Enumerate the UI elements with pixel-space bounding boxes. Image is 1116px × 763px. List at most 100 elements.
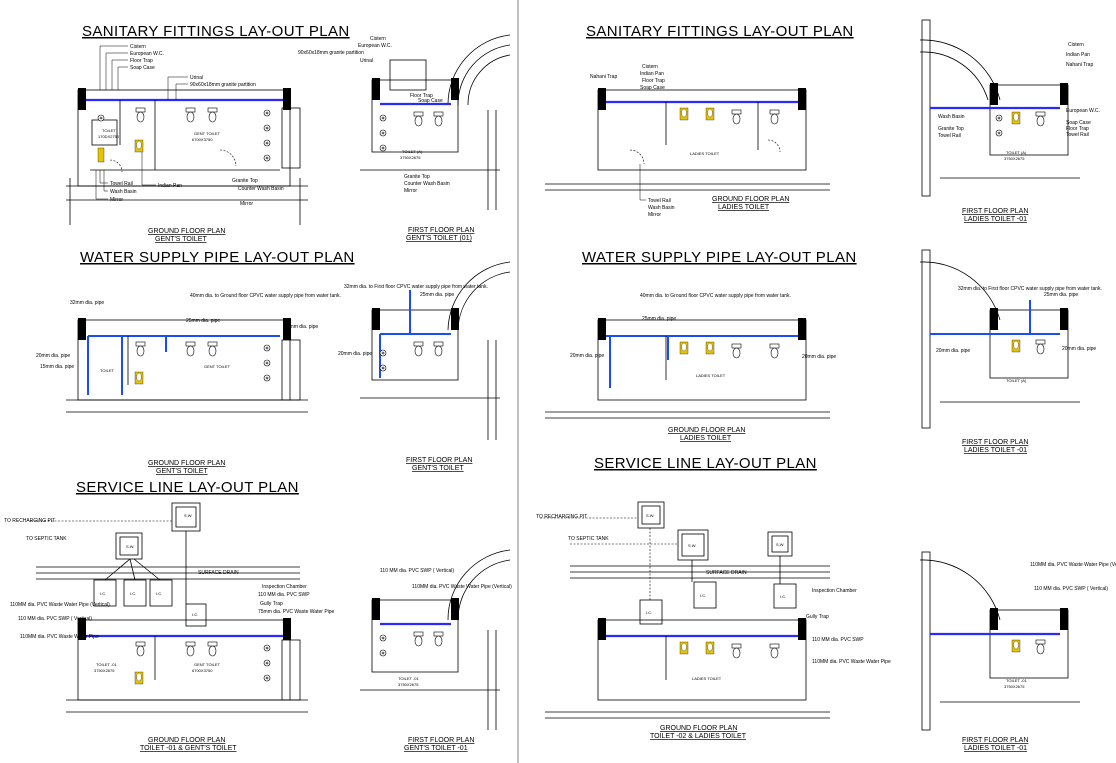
drawing-label: Mirror: [648, 212, 661, 218]
plan-ff-gents-sanitary: TOILET (A) 3750X2675 Cistern European W.…: [298, 34, 511, 242]
drawing-label: TO SEPTIC TANK: [26, 536, 67, 542]
drawing-label: European W.C.: [130, 51, 164, 57]
plan-ff-gents-service: TOILET -01 3750X2675 110 MM dia. PVC SWP…: [360, 549, 512, 752]
plan-gf-gents-service: SERVICE LINE LAY-OUT PLAN S.W. S.W. I.C.…: [4, 479, 335, 752]
drawing-label: Mirror: [404, 188, 417, 194]
drawing-label: Cistern: [370, 36, 386, 42]
drawing-label: 75mm dia. PVC Waste Water Pipe: [258, 609, 335, 615]
drawing-label: I.C.: [100, 591, 106, 596]
drawing-label: Indian Pan: [640, 71, 664, 77]
drawing-label: TOILET (A): [1006, 378, 1027, 383]
drawing-label: S.W.: [688, 543, 696, 548]
drawing-label: Soap Case: [418, 98, 443, 104]
drawing-label: LADIES TOILET -01: [964, 745, 1027, 752]
drawing-label: TOILET -01: [1006, 678, 1028, 683]
drawing-label: Urinal: [190, 75, 203, 81]
drawing-label: 40mm dia. to Ground floor CPVC water sup…: [640, 293, 791, 299]
drawing-label: 110MM dia. PVC Waste Water Pipe: [812, 659, 891, 665]
drawing-label: Floor Trap: [642, 78, 665, 84]
drawing-label: FIRST FLOOR PLAN: [408, 737, 474, 744]
drawing-label: 6700X3750: [192, 668, 213, 673]
drawing-label: WATER SUPPLY PIPE LAY-OUT PLAN: [582, 249, 857, 266]
drawing-label: FIRST FLOOR PLAN: [408, 227, 474, 234]
drawing-label: TOILET: [102, 128, 116, 133]
drawing-label: SERVICE LINE LAY-OUT PLAN: [594, 455, 817, 472]
drawing-label: TOILET -01 & GENT'S TOILET: [140, 745, 237, 752]
drawing-label: 110 MM dia. PVC SWP ( Vertical): [18, 616, 92, 622]
drawing-label: 3750X2675: [398, 682, 419, 687]
drawing-label: 110MM dia. PVC Waste Water Pipe: [20, 634, 99, 640]
drawing-label: 20mm dia. pipe: [802, 354, 836, 360]
drawing-label: Soap Case: [1066, 120, 1091, 126]
drawing-label: GENT TOILET: [194, 131, 221, 136]
drawing-label: LADIES TOILET: [718, 204, 770, 211]
drawing-label: SURFACE DRAIN: [198, 570, 239, 576]
drawing-label: GENT'S TOILET -01: [404, 745, 468, 752]
drawing-label: 32mm dia. to First floor CPVC water supp…: [344, 284, 488, 290]
drawing-label: TOILET (A): [1006, 150, 1027, 155]
drawing-label: LADIES TOILET -01: [964, 216, 1027, 223]
drawing-label: GROUND FLOOR PLAN: [668, 427, 745, 434]
drawing-label: Soap Case: [640, 85, 665, 91]
drawing-label: Gully Trap: [260, 601, 283, 607]
drawing-label: LADIES TOILET -01: [964, 447, 1027, 454]
drawing-label: SERVICE LINE LAY-OUT PLAN: [76, 479, 299, 496]
drawing-label: 25mm dia. pipe: [186, 318, 220, 324]
drawing-label: I.C.: [646, 610, 652, 615]
drawing-label: 3750X2675: [1004, 684, 1025, 689]
drawing-label: 3750X2675: [1004, 156, 1025, 161]
drawing-label: Towel Rail: [110, 181, 133, 187]
drawing-label: Mirror: [240, 201, 253, 207]
plan-ff-ladies-water: TOILET (A) 32mm dia. to First floor CPVC…: [919, 249, 1102, 454]
drawing-label: Floor Trap: [130, 58, 153, 64]
drawing-label: Floor Trap: [1066, 126, 1089, 132]
plan-ff-gents-water: 32mm dia. to First floor CPVC water supp…: [338, 261, 511, 472]
drawing-label: Nahani Trap: [1066, 62, 1093, 68]
drawing-label: 110 MM dia. PVC SWP ( Vertical): [380, 568, 454, 574]
drawing-label: 20mm dia. pipe: [1062, 346, 1096, 352]
drawing-label: TOILET: [100, 368, 114, 373]
plan-ff-ladies-service: TOILET -01 3750X2675 110MM dia. PVC Wast…: [919, 551, 1116, 752]
drawing-label: 25mm dia. pipe: [420, 292, 454, 298]
drawing-label: 90x60x18mm granite partition: [190, 82, 256, 88]
drawing-label: GROUND FLOOR PLAN: [148, 737, 225, 744]
drawing-label: Nahani Trap: [590, 74, 617, 80]
drawing-label: Towel Rail: [938, 133, 961, 139]
plan-gf-ladies-service: SERVICE LINE LAY-OUT PLAN S.W. S.W. S.W.…: [536, 455, 891, 740]
drawing-label: GENT TOILET: [194, 662, 221, 667]
drawing-label: Granite Top: [938, 126, 964, 132]
drawing-label: 20mm dia. pipe: [36, 353, 70, 359]
drawing-label: 25mm dia. pipe: [1044, 292, 1078, 298]
drawing-label: Granite Top: [404, 174, 430, 180]
drawing-label: 110 MM dia. PVC SWP ( Vertical): [1034, 586, 1108, 592]
drawing-label: FIRST FLOOR PLAN: [962, 208, 1028, 215]
drawing-label: 110 MM dia. PVC SWP: [258, 592, 310, 598]
drawing-label: Counter Wash Basin: [404, 181, 450, 187]
drawing-label: GROUND FLOOR PLAN: [660, 725, 737, 732]
drawing-label: Gully Trap: [806, 614, 829, 620]
drawing-label: 40mm dia. to Ground floor CPVC water sup…: [190, 293, 341, 299]
drawing-label: S.W.: [776, 542, 784, 547]
drawing-label: Towel Rail: [1066, 132, 1089, 138]
drawing-label: 110MM dia. PVC Waste Water Pipe (Vertica…: [10, 602, 110, 608]
drawing-label: LADIES TOILET: [696, 373, 726, 378]
drawing-label: Urinal: [360, 58, 373, 64]
drawing-label: European W.C.: [1066, 108, 1100, 114]
drawing-label: SURFACE DRAIN: [706, 570, 747, 576]
title-sanitary-left: SANITARY FITTINGS LAY-OUT PLAN: [82, 23, 350, 40]
drawing-label: S.W.: [646, 513, 654, 518]
drawing-label: Indian Pan: [158, 183, 182, 189]
drawing-label: I.C.: [780, 594, 786, 599]
drawing-label: Wash Basin: [110, 189, 137, 195]
drawing-label: TOILET -02 & LADIES TOILET: [650, 733, 747, 740]
plan-gf-gents-water: WATER SUPPLY PIPE LAY-OUT PLAN TOILET GE…: [36, 249, 354, 475]
drawing-label: TOILET -01: [398, 676, 420, 681]
drawing-label: GROUND FLOOR PLAN: [148, 460, 225, 467]
drawing-label: 90x60x18mm granite partition: [298, 50, 364, 56]
drawing-label: Wash Basin: [648, 205, 675, 211]
drawing-label: TOILET -01: [96, 662, 118, 667]
drawing-label: LADIES TOILET: [690, 151, 720, 156]
drawing-label: GENT'S TOILET: [156, 468, 208, 475]
drawing-label: S.W.: [184, 513, 192, 518]
